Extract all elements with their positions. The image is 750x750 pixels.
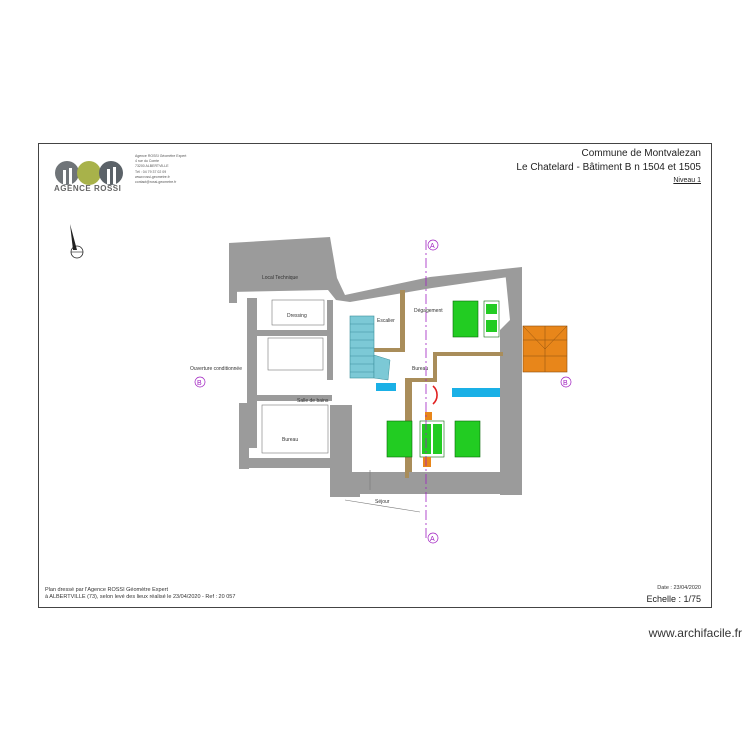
footer-date: Date : 23/04/2020 <box>657 585 701 591</box>
watermark: www.archifacile.fr <box>648 626 742 640</box>
footer-scale: Echelle : 1/75 <box>646 594 701 604</box>
axis-label-b-right: B <box>563 380 568 387</box>
pillow-icon <box>486 304 497 314</box>
room-label: Escalier <box>377 318 395 324</box>
agency-name: AGENCE ROSSI <box>54 184 122 193</box>
staircase-blue-icon <box>349 315 391 381</box>
agency-contact: Agence ROSSI Géomètre Expert 4 rue du Co… <box>135 154 187 185</box>
building-walls <box>229 237 522 497</box>
axis-label-a-top: A <box>430 243 435 250</box>
bed-icon <box>452 300 479 338</box>
bed-icon <box>454 420 481 458</box>
axis-label-a-bottom: A <box>430 536 435 543</box>
bathtub-icon <box>376 383 396 391</box>
section-axes: A A B B <box>194 239 572 544</box>
footer-credits: Plan dressé par l'Agence ROSSI Géomètre … <box>45 587 236 600</box>
north-arrow-icon <box>70 224 84 259</box>
room-label: Dressing <box>287 313 307 319</box>
room-label: Dégagement <box>414 308 443 314</box>
pillow-icon <box>433 424 442 454</box>
pillow-icon <box>422 424 431 454</box>
agency-logo-icon <box>55 161 123 185</box>
title-commune: Commune de Montvalezan <box>581 148 701 159</box>
bed-icon <box>386 420 413 458</box>
title-building: Le Chatelard - Bâtiment B n 1504 et 1505 <box>516 162 701 173</box>
room-label: Local Technique <box>262 275 298 281</box>
bathtub-icon <box>452 388 500 397</box>
door-swing-icon <box>432 385 438 405</box>
room-label: Bureau <box>282 437 298 443</box>
pillow-icon <box>486 320 497 332</box>
room-labels: Local Technique Escalier Ouverture condi… <box>190 275 443 505</box>
room-label: Séjour <box>375 499 390 505</box>
title-level: Niveau 1 <box>673 177 701 184</box>
fixture-icon <box>423 457 431 467</box>
staircase-orange-icon <box>522 325 568 373</box>
room-label: Salle de bains <box>297 398 329 404</box>
fixture-icon <box>425 412 432 420</box>
bathroom-fixtures <box>376 383 500 397</box>
axis-label-b-left: B <box>197 380 202 387</box>
room-label: Bureau <box>412 366 428 372</box>
plan-sheet: AGENCE ROSSI Agence ROSSI Géomètre Exper… <box>38 143 712 608</box>
interior-lines <box>261 299 421 513</box>
beds <box>386 300 500 458</box>
room-label: Ouverture conditionnée <box>190 366 242 372</box>
